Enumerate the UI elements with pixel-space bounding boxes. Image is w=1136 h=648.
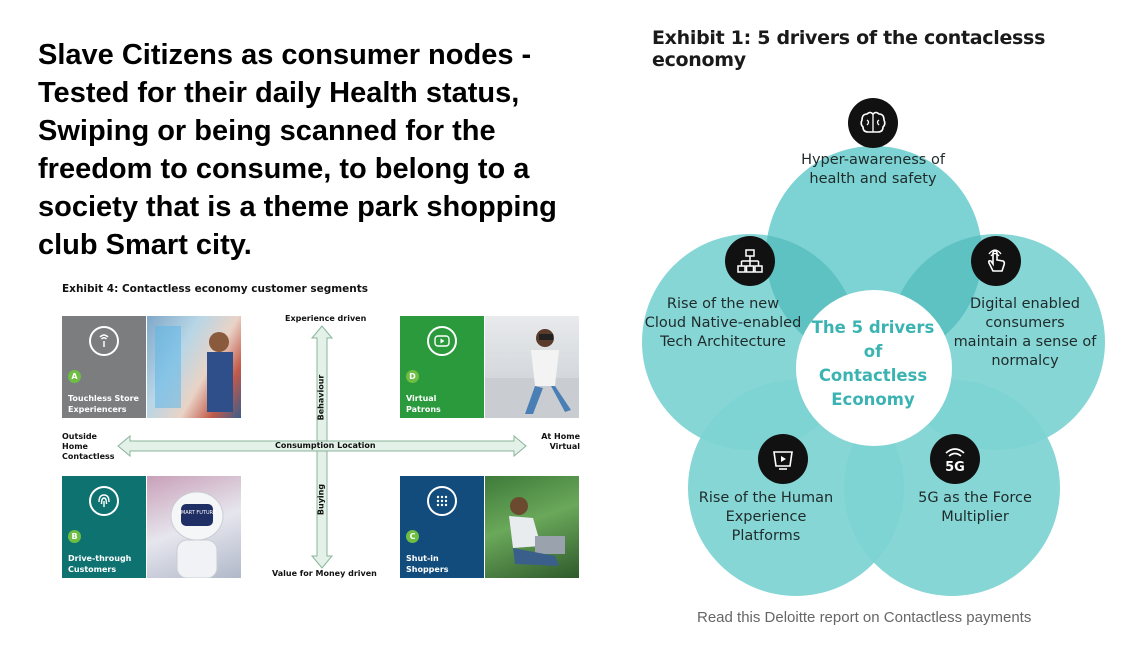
segment-badge: B (68, 530, 81, 543)
segment-badge: C (406, 530, 419, 543)
axis-behaviour-label: Behaviour (316, 374, 326, 421)
vr-play-icon (427, 326, 457, 356)
segment-label: Virtual Patrons (406, 394, 441, 414)
hand-touch-icon (971, 236, 1021, 286)
segment-axes (117, 325, 527, 569)
robot-screen-text: SMART FUTURE (178, 510, 217, 516)
segment-tile-d: D Virtual Patrons (400, 316, 484, 418)
drivers-venn-diagram (642, 146, 1105, 596)
driver-cloud-label: Rise of the new Cloud Native-enabled Tec… (644, 296, 802, 350)
axis-buying-label: Buying (316, 483, 326, 516)
photo-store-shopper (147, 316, 241, 418)
photo-robot: SMART FUTURE (147, 476, 241, 578)
svg-text:5G: 5G (945, 460, 965, 474)
exhibit1-title: Exhibit 1: 5 drivers of the contaclesss … (652, 27, 1046, 71)
driver-5g-label: 5G as the Force Multiplier (918, 490, 1032, 525)
segment-tile-a: A Touchless Store Experiencers (62, 316, 146, 418)
axis-center-label: Consumption Location (275, 441, 376, 450)
headline-text: Slave Citizens as consumer nodes - Teste… (38, 39, 557, 261)
deloitte-report-link[interactable]: Read this Deloitte report on Contactless… (697, 609, 1032, 626)
driver-digital-label: Digital enabled consumers maintain a sen… (953, 296, 1097, 369)
segment-tile-c: C Shut-in Shoppers (400, 476, 484, 578)
axis-left-label: Outside Home Contactless (62, 432, 115, 461)
photo-laptop-user (485, 476, 579, 578)
keypad-icon (427, 486, 457, 516)
center-circle (796, 290, 952, 446)
driver-health-label: Hyper-awareness of health and safety (801, 152, 945, 187)
network-tree-icon (725, 236, 775, 286)
axis-bottom-label: Value for Money driven (272, 569, 377, 578)
center-title: The 5 drivers of Contactless Economy (811, 318, 935, 409)
screen-play-icon (758, 434, 808, 484)
brain-icon (848, 98, 898, 148)
photo-vr-user (485, 316, 579, 418)
segment-label: Drive-through Customers (68, 554, 132, 574)
driver-human-label: Rise of the Human Experience Platforms (698, 490, 834, 544)
5g-icon: 5G (930, 434, 980, 484)
fingerprint-icon (89, 486, 119, 516)
segment-label: Shut-in Shoppers (406, 554, 449, 574)
exhibit4-title: Exhibit 4: Contactless economy customer … (62, 283, 369, 295)
segment-badge: A (68, 370, 81, 383)
axis-top-label: Experience driven (285, 314, 367, 323)
segment-badge: D (406, 370, 419, 383)
segment-label: Touchless Store Experiencers (68, 394, 139, 414)
segment-tile-b: B Drive-through Customers (62, 476, 146, 578)
contactless-icon (89, 326, 119, 356)
axis-right-label: At Home Virtual (541, 432, 580, 451)
